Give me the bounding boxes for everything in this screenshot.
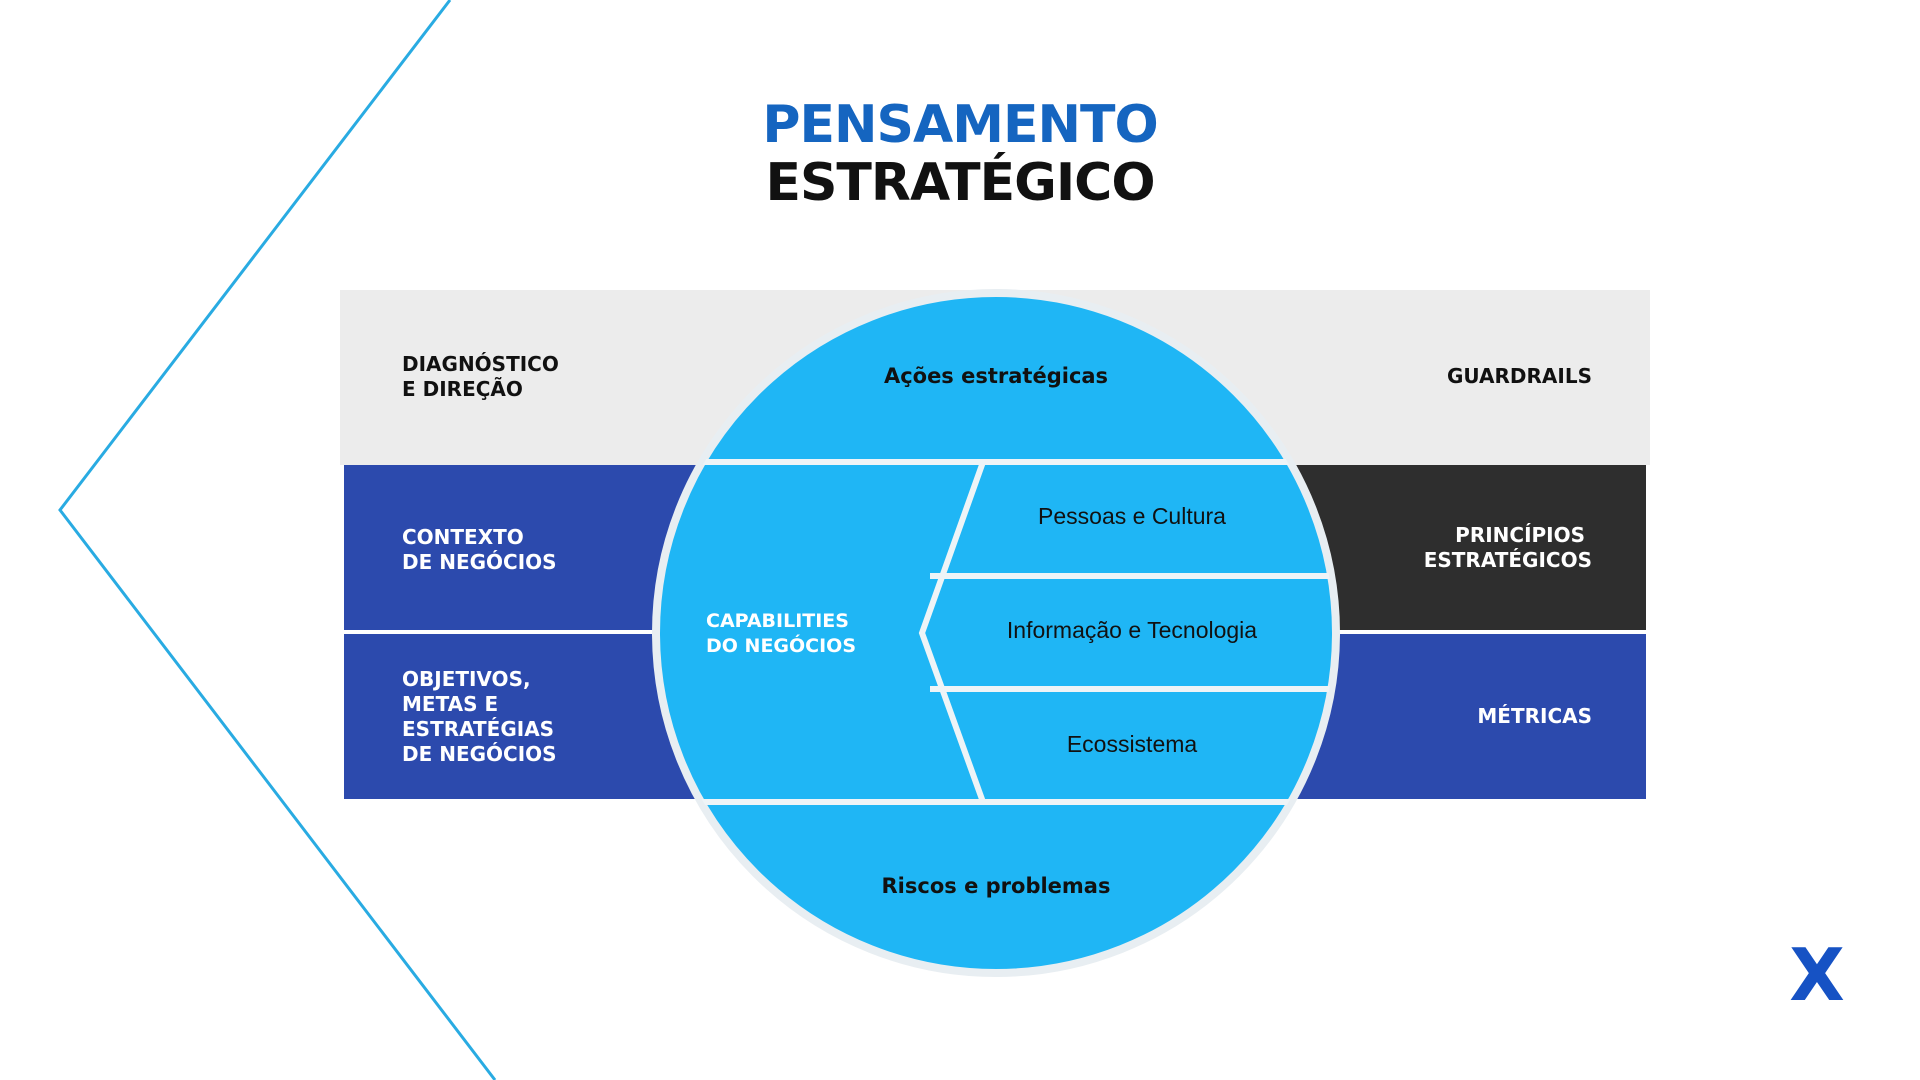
brand-logo-x: X	[1789, 933, 1845, 1017]
label-diagnostico: DIAGNÓSTICO E DIREÇÃO	[402, 352, 566, 401]
cell-metricas	[1290, 634, 1646, 799]
label-contexto: CONTEXTO DE NEGÓCIOS	[402, 525, 557, 574]
title-line-2: ESTRATÉGICO	[765, 153, 1155, 213]
decorative-chevron-line	[58, 0, 497, 1080]
title-wrap: PENSAMENTO ESTRATÉGICO	[0, 96, 1920, 212]
label-pessoas-cultura: Pessoas e Cultura	[1038, 503, 1226, 529]
cell-principios	[1290, 465, 1646, 630]
label-acoes-estrategicas: Ações estratégicas	[884, 364, 1108, 388]
label-riscos-problemas: Riscos e problemas	[882, 874, 1111, 898]
page-title: PENSAMENTO ESTRATÉGICO	[762, 95, 1158, 213]
label-guardrails: GUARDRAILS	[1447, 364, 1592, 388]
cell-objetivos	[344, 634, 704, 799]
label-principios: PRINCÍPIOS ESTRATÉGICOS	[1424, 523, 1592, 572]
label-objetivos: OBJETIVOS, METAS E ESTRATÉGIAS DE NEGÓCI…	[402, 667, 561, 766]
label-informacao-tecnologia: Informação e Tecnologia	[1007, 617, 1257, 643]
cell-contexto	[344, 465, 704, 630]
chevron-divider	[918, 460, 986, 804]
label-ecossistema: Ecossistema	[1067, 731, 1198, 757]
label-metricas: MÉTRICAS	[1477, 704, 1592, 728]
label-capabilities: CAPABILITIES DO NEGÓCIOS	[706, 610, 856, 657]
title-line-1: PENSAMENTO	[762, 95, 1158, 155]
